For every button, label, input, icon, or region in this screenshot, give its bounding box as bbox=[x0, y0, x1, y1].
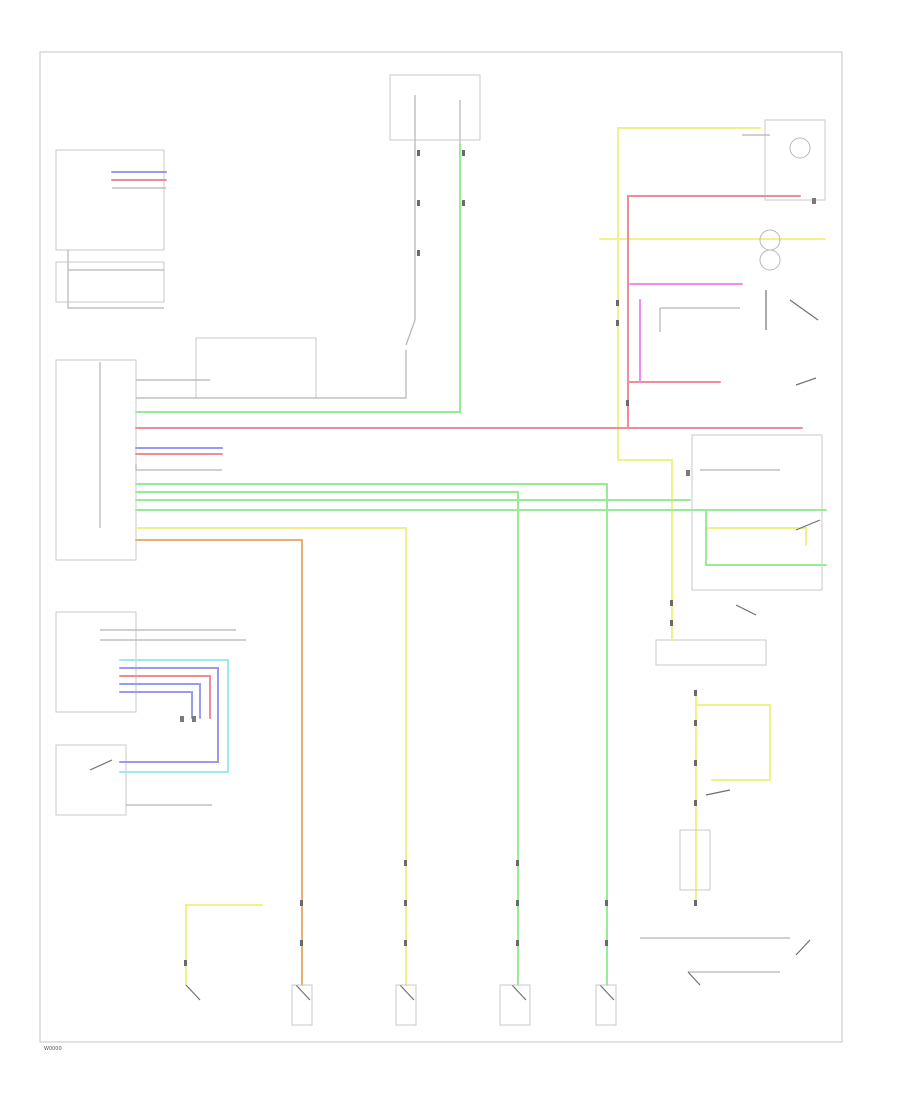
wire-orange-module bbox=[135, 539, 303, 986]
wire-dark-left-2 bbox=[185, 984, 201, 1001]
wire-gray-module-4 bbox=[135, 464, 222, 471]
wire-red-right-vertical bbox=[627, 195, 801, 429]
wire-cyan-loop bbox=[119, 659, 229, 773]
wire-dark-left-1 bbox=[89, 759, 113, 771]
meter-box bbox=[55, 149, 165, 251]
module-main-box bbox=[55, 359, 137, 561]
relay-box-left bbox=[55, 744, 127, 816]
wire-yellow-right-loop bbox=[705, 527, 807, 546]
wire-red-left-module bbox=[119, 675, 211, 719]
gray-wiring bbox=[67, 95, 821, 1001]
switch-bottom-3 bbox=[499, 984, 531, 1026]
wire-dark-mid-3 bbox=[511, 984, 527, 1001]
wire-dark-mid-2 bbox=[399, 984, 415, 1001]
wire-yellow-module-down bbox=[135, 527, 407, 986]
wire-gray-meter-down bbox=[67, 250, 164, 309]
bulb-right-3 bbox=[759, 249, 781, 271]
connector-markers bbox=[180, 150, 816, 966]
wire-yellow-right-box bbox=[695, 704, 771, 781]
wire-yellow-right-column bbox=[617, 459, 673, 641]
wire-blue-left-2 bbox=[119, 691, 193, 719]
wire-yellow-bottom-left bbox=[185, 904, 263, 986]
wire-gray-ignition-left bbox=[405, 95, 416, 346]
wire-dark-right-4 bbox=[795, 519, 821, 531]
wire-green-1 bbox=[135, 483, 608, 986]
body-module-box bbox=[55, 611, 137, 713]
wire-dark-right-7 bbox=[795, 939, 811, 956]
component-outlines bbox=[55, 74, 826, 816]
switch-box-mid bbox=[195, 337, 317, 399]
footer-code: W0000 bbox=[44, 1046, 62, 1052]
wire-dark-right-3 bbox=[795, 377, 817, 386]
meter-sub-box bbox=[55, 261, 165, 303]
wire-blue-loop bbox=[119, 667, 219, 763]
switch-bottom-2 bbox=[395, 984, 417, 1026]
wire-dark-right-2 bbox=[789, 299, 819, 321]
switch-bottom-5 bbox=[679, 829, 711, 891]
wire-blue-left-1 bbox=[119, 683, 201, 719]
wire-dark-mid-4 bbox=[599, 984, 615, 1001]
wire-gray-module-3 bbox=[136, 350, 407, 399]
wires bbox=[111, 127, 827, 986]
switch-box-right bbox=[691, 434, 823, 591]
controller-box bbox=[655, 639, 767, 666]
ignition-box bbox=[389, 74, 481, 141]
diagram-frame bbox=[39, 51, 843, 1043]
wire-green-2 bbox=[135, 491, 519, 986]
wire-dark-right-8 bbox=[687, 971, 701, 986]
switch-bottom-4 bbox=[595, 984, 617, 1026]
switch-bottom-1 bbox=[291, 984, 313, 1026]
wire-green-ignition bbox=[135, 144, 461, 413]
wire-dark-right-5 bbox=[735, 604, 757, 616]
bottom-switches bbox=[291, 137, 811, 1026]
wire-dark-mid-1 bbox=[295, 984, 311, 1001]
wire-dark-right-6 bbox=[705, 789, 731, 796]
bulb-right-1 bbox=[789, 137, 811, 159]
wire-green-right-loop bbox=[705, 509, 827, 566]
sensor-box-right bbox=[764, 119, 826, 201]
wire-yellow-top bbox=[617, 127, 761, 461]
